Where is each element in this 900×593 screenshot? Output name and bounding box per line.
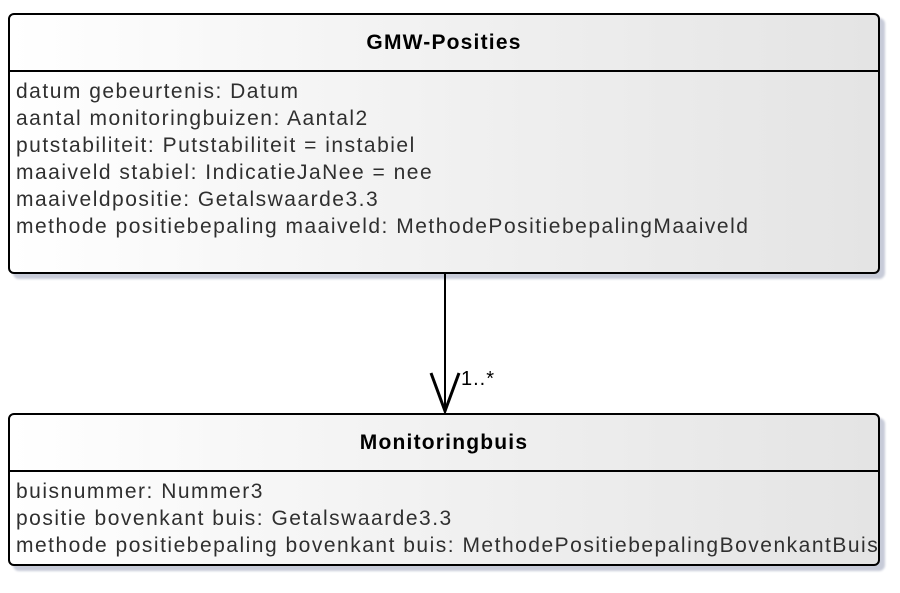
class-attribute: positie bovenkant buis: Getalswaarde3.3	[16, 507, 453, 530]
class-attribute: methode positiebepaling maaiveld: Method…	[16, 215, 750, 238]
class-box-gmw-posities[interactable]: GMW-Posities datum gebeurtenis: Datum aa…	[8, 13, 880, 274]
class-attribute: aantal monitoringbuizen: Aantal2	[16, 107, 369, 130]
class-title-monitoringbuis: Monitoringbuis	[10, 415, 878, 472]
association-arrow[interactable]	[420, 272, 480, 414]
class-attribute: putstabiliteit: Putstabiliteit = instabi…	[16, 134, 416, 157]
open-arrowhead-icon	[429, 372, 461, 414]
class-title-gmw-posities: GMW-Posities	[10, 15, 878, 72]
class-box-monitoringbuis[interactable]: Monitoringbuis buisnummer: Nummer3 posit…	[8, 413, 880, 566]
class-attribute: buisnummer: Nummer3	[16, 480, 264, 503]
class-attribute: maaiveldpositie: Getalswaarde3.3	[16, 188, 380, 211]
class-attribute: maaiveld stabiel: IndicatieJaNee = nee	[16, 161, 434, 184]
class-attributes-gmw-posities: datum gebeurtenis: Datum aantal monitori…	[10, 72, 878, 272]
class-attributes-monitoringbuis: buisnummer: Nummer3 positie bovenkant bu…	[10, 472, 878, 564]
class-attribute: methode positiebepaling bovenkant buis: …	[16, 534, 878, 557]
class-attribute: datum gebeurtenis: Datum	[16, 80, 300, 103]
multiplicity-label: 1..*	[461, 368, 496, 390]
